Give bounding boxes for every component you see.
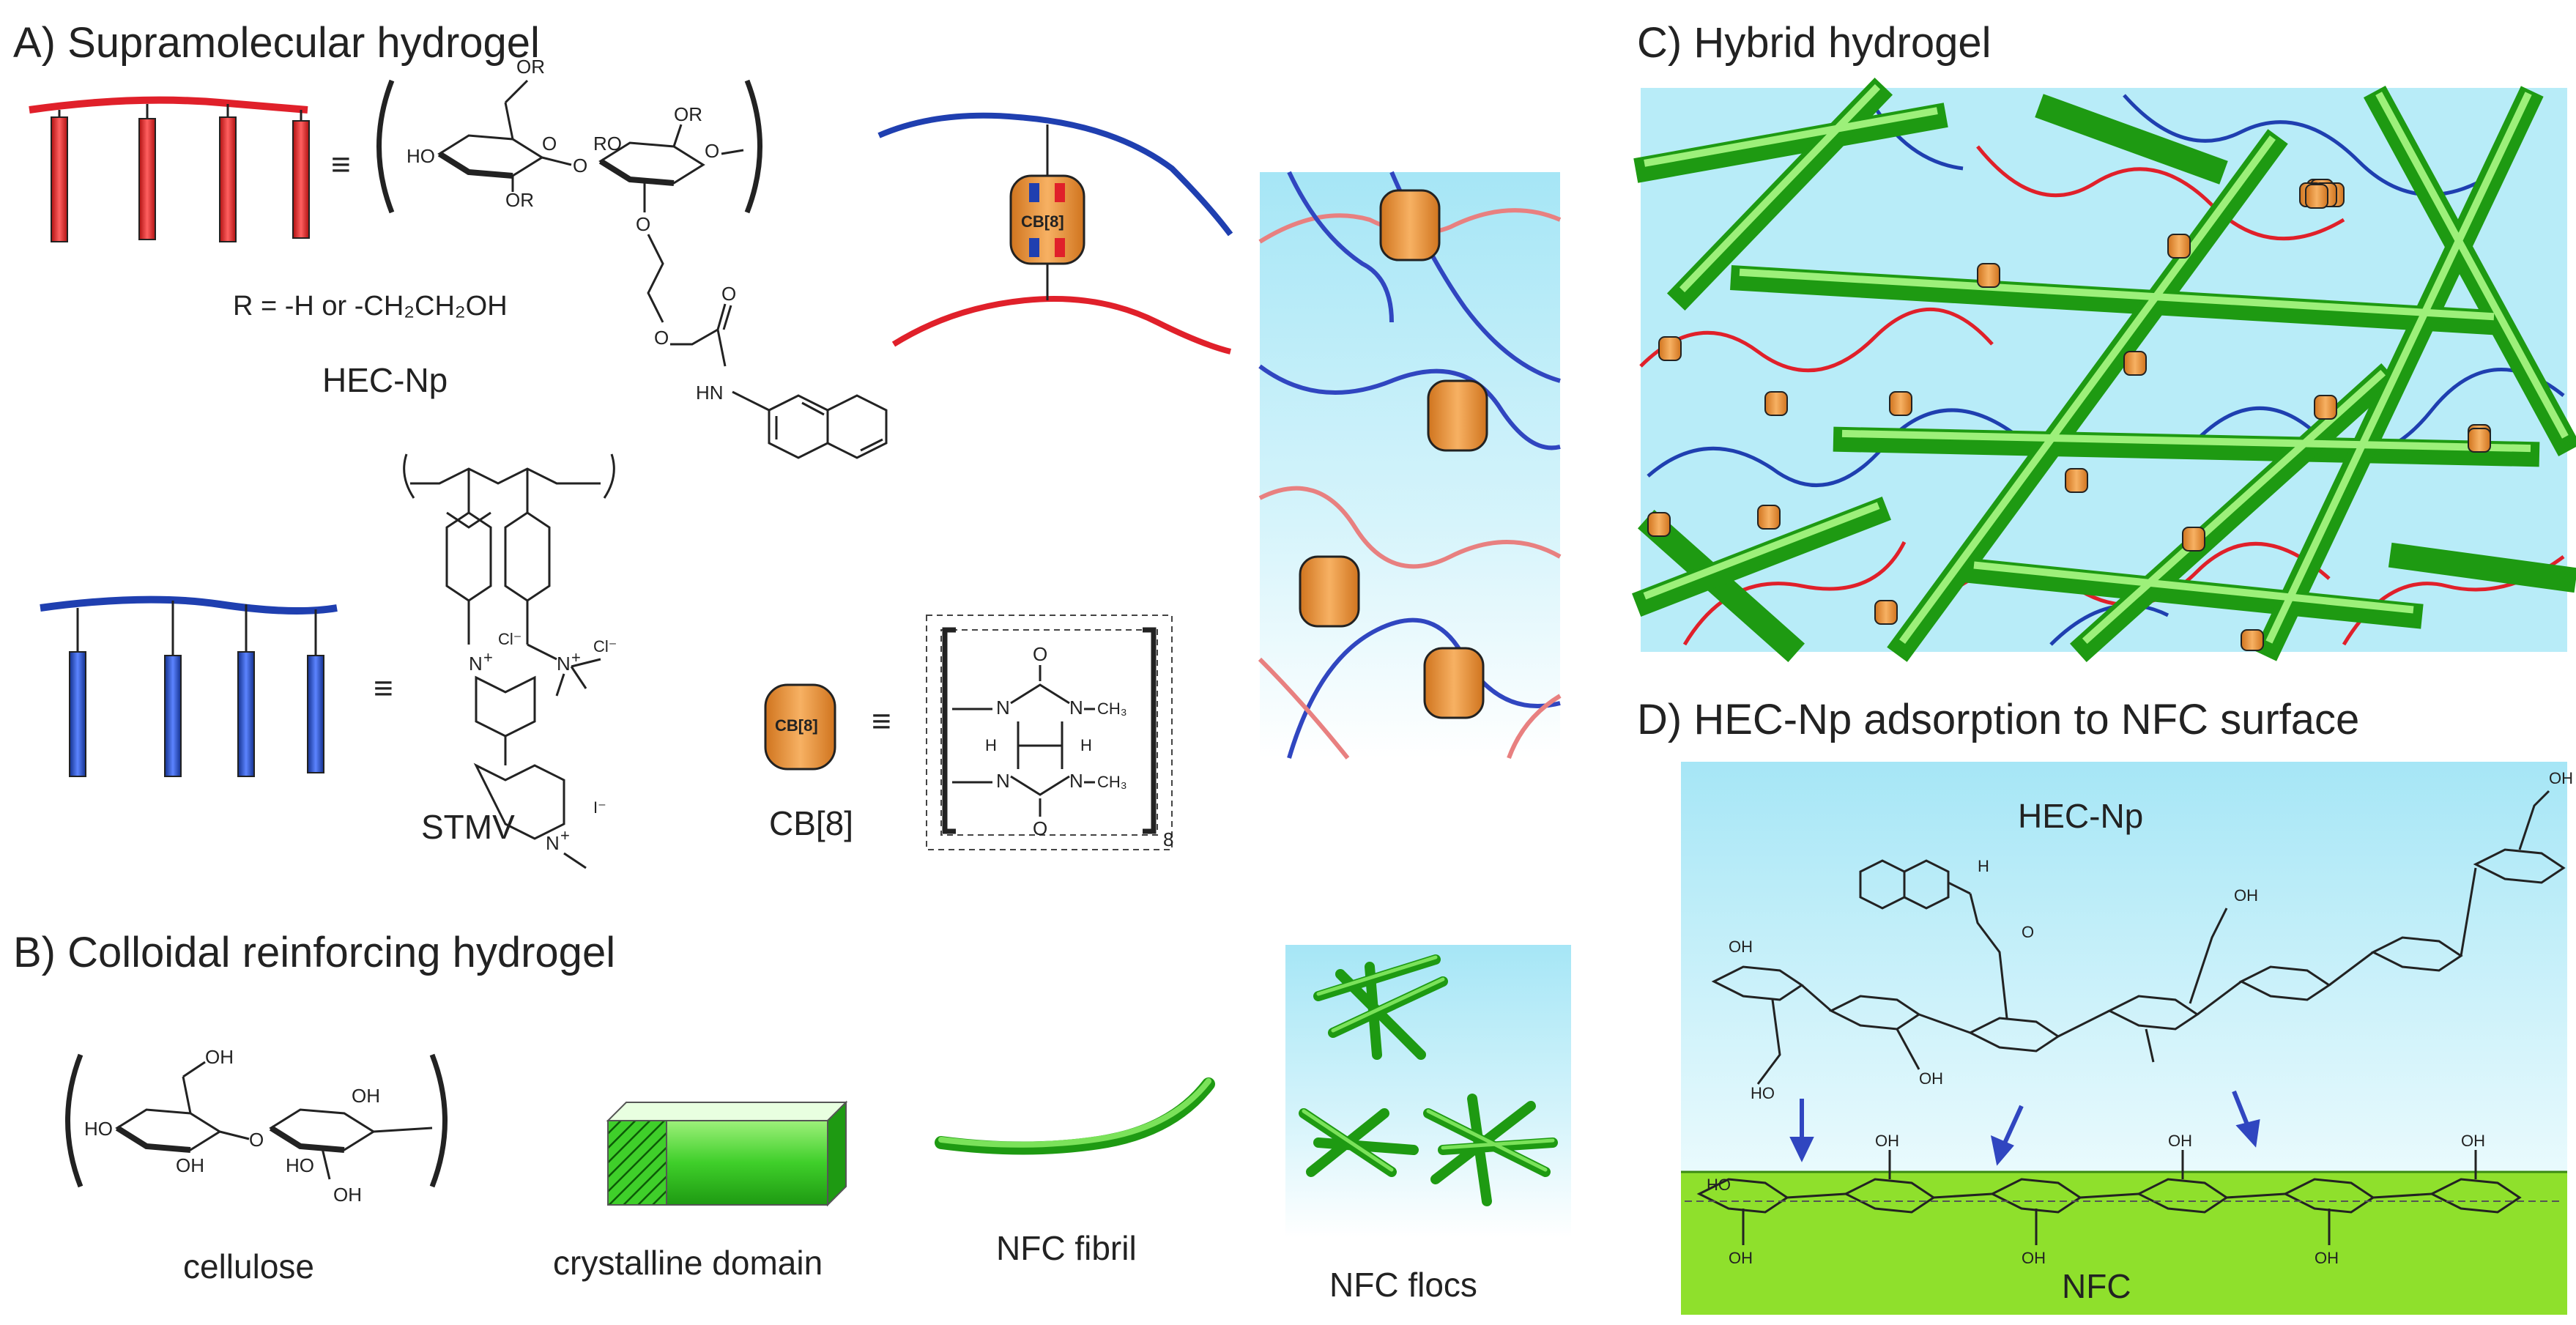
chem-ho-d-2: HO [1707,1176,1731,1194]
d-nfc-label: NFC [2062,1267,2131,1305]
panel-d-title: D) HEC-Np adsorption to NFC surface [1637,696,2359,743]
chem-n-1: N [469,653,483,675]
chem-oh-d-5: OH [1875,1132,1899,1150]
chem-oh-cel-3: OH [352,1085,380,1107]
chem-n-cb-2: N [1069,697,1083,719]
chem-ho-cel-2: HO [286,1154,314,1176]
chem-n-cb-4: N [1069,770,1083,792]
chem-n-3: N [546,832,560,854]
chem-plus-3: + [560,826,570,845]
chem-or-2: OR [505,189,534,211]
chem-oh-d-7: OH [2461,1132,2485,1150]
chem-cl-1: Cl⁻ [498,630,521,648]
equiv-symbol-hec: ≡ [331,145,351,183]
panel-b-title: B) Colloidal reinforcing hydrogel [13,929,615,976]
nfc-fibril [935,1077,1215,1155]
chem-h-cb-2: H [1080,736,1092,754]
equiv-symbol-stmv: ≡ [374,669,393,707]
chem-oh-cel-1: OH [205,1046,234,1068]
chem-o-3: O [705,140,719,162]
chem-o-5: O [654,327,669,349]
cellulose-label: cellulose [183,1247,314,1285]
nfc-fibril-label: NFC fibril [996,1229,1137,1267]
chem-oh-cel-4: OH [333,1184,362,1206]
chem-oh-d-3: OH [2549,769,2573,787]
panel-a-title: A) Supramolecular hydrogel [13,19,540,67]
chem-iodide: I⁻ [593,798,606,817]
hec-np-schematic [29,96,310,242]
chem-oh-d-1: OH [1729,938,1753,956]
crystalline-label: crystalline domain [553,1244,823,1282]
hybrid-hydrogel-box [1632,77,2576,663]
chem-o-d-1: O [2022,923,2034,941]
cellulose-structure: OH HO OH O OH HO OH [65,1046,448,1206]
cb8-label: CB[8] [769,804,853,842]
stmv-label: STMV [421,808,515,846]
chem-oh-d-10: OH [2315,1249,2339,1267]
chem-oh-d-9: OH [2022,1249,2046,1267]
d-hec-np-label: HEC-Np [2018,797,2143,835]
equiv-symbol-cb8: ≡ [872,702,891,740]
chem-oh-d-2: OH [2234,886,2258,905]
chem-cl-2: Cl⁻ [593,637,617,656]
cb8-icon-text: CB[8] [775,716,818,735]
chem-oh-cel-2: OH [176,1154,204,1176]
chem-o-6: O [721,283,736,305]
chem-ho-cel-1: HO [84,1118,113,1140]
chem-n-cb-3: N [996,770,1010,792]
chem-o-cel-1: O [249,1129,264,1151]
cb8-structure: O O N N N N H H CH₃ CH₃ 8 [926,615,1173,850]
hec-np-label: HEC-Np [322,361,448,399]
chem-o-2: O [573,155,587,177]
chem-or-1: OR [516,56,545,78]
cb8-icon [764,683,836,771]
cb8-complex-text: CB[8] [1021,212,1064,231]
cb8-subscript: 8 [1163,828,1173,850]
chem-h-d: H [1978,857,1989,875]
chem-o-cb-2: O [1033,817,1047,839]
stmv-schematic [40,595,338,777]
chem-hn-1: HN [696,382,724,404]
adsorption-box [1681,762,2567,1315]
chem-n-cb-1: N [996,697,1010,719]
hec-np-structure: OR HO OR O O RO OR O O O O HN [376,56,888,459]
stmv-structure: Cl⁻ Cl⁻ N + N + N + I⁻ [403,453,617,869]
r-definition: R = -H or -CH₂CH₂OH [233,291,508,322]
chem-ho-d-1: HO [1751,1084,1775,1102]
chem-oh-d-8: OH [1729,1249,1753,1267]
chem-ch3-cb-1: CH₃ [1097,699,1127,718]
supramolecular-network-box [1258,171,1562,760]
chem-plus-2: + [571,648,581,667]
chem-h-cb-1: H [985,736,997,754]
chem-ch3-cb-2: CH₃ [1097,773,1127,791]
chem-oh-d-4: OH [1919,1069,1943,1088]
chem-or-3: OR [674,103,702,125]
chem-oh-d-6: OH [2168,1132,2192,1150]
chem-o-1: O [542,133,557,155]
nfc-flocs-label: NFC flocs [1329,1266,1477,1304]
cb8-complex-schematic [877,112,1233,355]
chem-o-4: O [636,213,650,235]
chem-o-cb-1: O [1033,643,1047,665]
chem-ho-1: HO [407,145,435,167]
chem-plus-1: + [483,648,493,667]
nfc-flocs-box [1285,945,1571,1238]
panel-c-title: C) Hybrid hydrogel [1637,19,1992,67]
crystalline-domain-block [606,1100,848,1207]
chem-n-2: N [557,653,571,675]
